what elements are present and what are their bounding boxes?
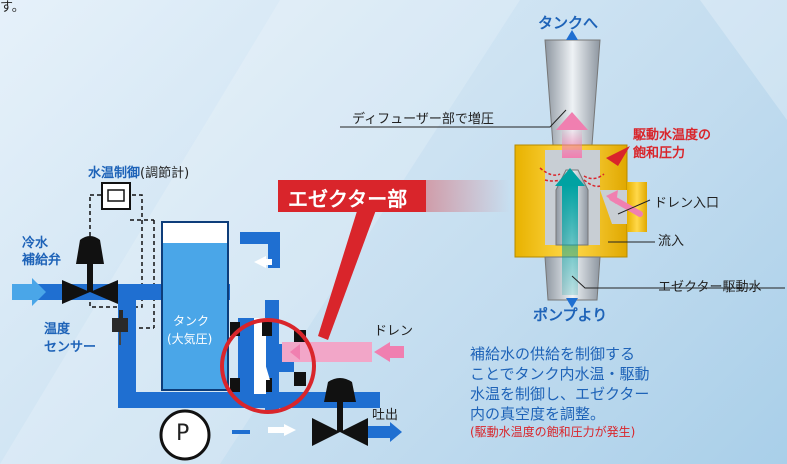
top-text-fragment: す。 [0,0,25,15]
description-line: 水温を制御し、エゼクター [470,385,650,403]
controller-display [107,189,125,202]
ejector-banner-title: エゼクター部 [288,187,408,211]
description-block: 補給水の供給を制御する ことでタンク内水温・駆動 水温を制御し、エゼクター 内の… [470,344,770,440]
from-pump-label: ポンプより [533,306,608,324]
temp-sensor [112,318,128,332]
water-temp-control-label: 水温制御(調節計) [88,166,190,181]
saturation-label-2: 飽和圧力 [633,146,686,161]
pump-label: P [176,421,190,446]
cold-water-valve-label-1: 冷水 [22,236,49,251]
callout-pointer [318,208,376,340]
description-line: 補給水の供給を制御する [470,345,636,363]
diffuser-label: ディフューザー部で増圧 [352,112,494,127]
description-line: ことでタンク内水温・駆動 [470,365,650,383]
from-pump-arrow [566,298,578,308]
to-tank-label: タンクへ [538,14,599,32]
driving-water-label: エゼクター駆動水 [658,280,762,295]
tank-air [163,223,227,243]
temp-sensor-label-2: センサー [44,340,97,355]
drain-label: ドレン [374,324,414,339]
make-up-valve [62,280,90,304]
diffuser-flow-arrow [556,112,588,130]
tank-label: タンク [173,314,210,328]
inlet-arrow [12,278,46,306]
inflow-label: 流入 [658,234,685,249]
tank-sublabel: (大気圧) [167,332,213,346]
driving-water-arrow [555,168,585,186]
saturation-label-1: 駆動水温度の [633,128,712,143]
description-line: 内の真空度を調整。 [470,405,606,423]
cold-water-valve-label-2: 補給弁 [22,253,62,268]
drain-flow-arrow [609,195,643,217]
drain-inlet-label: ドレン入口 [654,196,720,211]
controller-box [101,182,131,210]
ejector-banner-bg [278,180,426,212]
temp-sensor-label-1: 温度 [44,322,71,337]
ejector-highlight-circle [220,318,316,414]
discharge-arrow [390,422,402,442]
drain-pipe [282,342,372,362]
description-note: (駆動水温度の飽和圧力が発生) [470,425,636,439]
saturation-marks [539,167,605,188]
to-tank-arrow [566,30,578,40]
discharge-valve [312,418,340,446]
control-signal-line [89,194,143,308]
discharge-label: 吐出 [372,408,399,423]
pump [159,409,211,461]
drain-arrow [374,342,404,362]
